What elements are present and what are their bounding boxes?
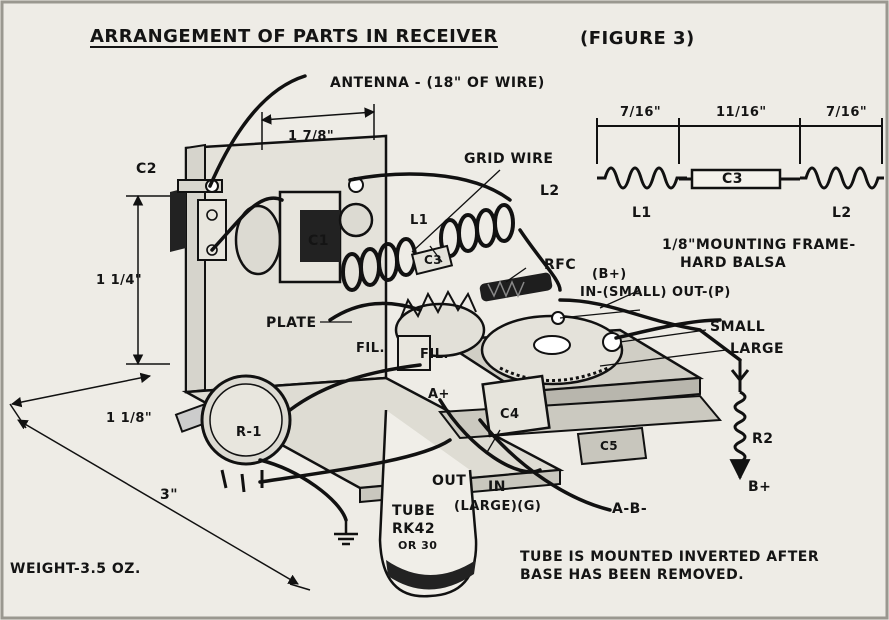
c4-block [481,374,551,438]
tube-socket [394,289,486,371]
plate-label: PLATE [266,315,317,331]
inset-dim-1: 7/16" [620,105,662,120]
figure-number: (FIGURE 3) [580,28,695,49]
b-plus-label: (B+) [592,267,627,282]
large-label: LARGE [730,341,785,357]
in-label: IN [488,479,506,495]
c4-label: C4 [500,407,520,422]
c1-label: C1 [308,233,330,249]
inset-diagram [596,118,884,190]
ground-symbol [334,520,358,546]
main-coil [341,203,515,292]
c3-block [410,244,454,276]
c1-capacitor [234,177,374,284]
dim-1-7-8-label: 1 7/8" [288,129,335,144]
note-line-2: BASE HAS BEEN REMOVED. [520,567,745,583]
tube-or-label: OR 30 [398,539,438,552]
c5-capacitor [576,426,648,466]
c3-label: C3 [424,253,443,267]
rfc-choke [479,272,553,302]
note-line-1: TUBE IS MOUNTED INVERTED AFTER [520,549,820,565]
rfc-label: RFC [544,257,577,273]
tube-label: TUBE [392,503,436,519]
inset-dim-2: 11/16" [716,105,767,120]
dimension-lines [9,104,376,591]
inset-l1-label: L1 [632,205,652,221]
fil-label-1: FIL. [356,341,385,356]
frame-label-1: 1/8"MOUNTING FRAME- [662,237,856,253]
tube-type-label: RK42 [392,521,436,537]
inset-l2-label: L2 [832,205,852,221]
in-out-label: IN-(SMALL) OUT-(P) [580,285,731,300]
leader-lines [320,169,727,455]
a-b-minus-label: A-B- [612,501,648,517]
small-label: SMALL [710,319,766,335]
dim-1-1-4-label: 1 1/4" [96,273,143,288]
l2-label: L2 [540,183,560,199]
r2-coil [729,360,751,481]
grid-wire-label: GRID WIRE [464,151,554,167]
frame-label-2: HARD BALSA [680,255,787,271]
b-plus-2-label: B+ [748,479,772,495]
dim-3-label: 3" [160,487,179,503]
a-plus-label: A+ [428,387,450,402]
r1-label: R-1 [236,425,262,440]
fil-label-2: FIL. [420,347,449,362]
dim-1-1-8-label: 1 1/8" [106,411,153,426]
inset-dim-3: 7/16" [826,105,868,120]
diagram-title: ARRANGEMENT OF PARTS IN RECEIVER [90,26,498,47]
weight-label: WEIGHT-3.5 OZ. [10,561,141,577]
antenna-label: ANTENNA - (18" OF WIRE) [330,75,545,91]
r2-label: R2 [752,431,774,447]
tuning-dial [480,311,624,386]
inset-c3-label: C3 [722,171,744,187]
l1-label: L1 [410,213,429,228]
large-g-label: (LARGE)(G) [454,499,542,514]
c5-label: C5 [600,439,619,453]
c2-trimmer [170,179,227,261]
out-label: OUT [432,473,467,489]
c2-label: C2 [136,161,158,177]
